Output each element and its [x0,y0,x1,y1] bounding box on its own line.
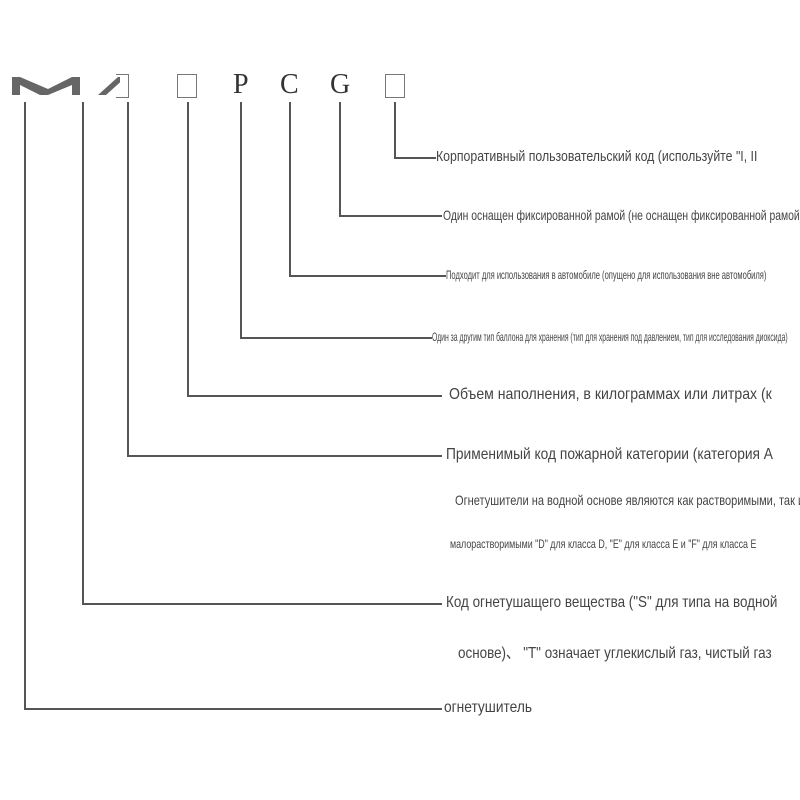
m-logo-icon [12,77,120,95]
label-agent-code-cont: основе)、 "T" означает углекислый газ, чи… [458,645,772,662]
connector [289,102,291,276]
connector [24,708,442,710]
connector [82,102,84,604]
connector [24,102,26,709]
connector [394,102,396,158]
connector [339,215,442,217]
label-cylinder-type: Один за другим тип баллона для хранения … [432,330,788,344]
connector [394,157,436,159]
connector [82,603,442,605]
label-capacity: Объем наполнения, в килограммах или литр… [449,386,772,403]
label-fixed-frame: Один оснащен фиксированной рамой (не осн… [443,207,800,223]
connector [240,337,432,339]
custom-code-box [385,74,405,98]
label-extinguisher: огнетушитель [444,699,533,716]
connector [127,455,442,457]
connector [240,102,242,338]
connector [127,102,129,456]
label-vehicle: Подходит для использования в автомобиле … [446,268,767,282]
code-p: P [233,69,249,100]
label-water-based: Огнетушители на водной основе являются к… [455,492,800,508]
code-c: C [280,69,299,100]
label-classes: малорастворимыми "D" для класса D, "E" д… [450,537,757,551]
connector [289,275,446,277]
connector [187,102,189,396]
connector [339,102,341,216]
label-custom-code: Корпоративный пользовательский код (испо… [436,148,758,165]
label-fire-class: Применимый код пожарной категории (катег… [446,446,773,463]
connector [187,395,442,397]
capacity-box [177,74,197,98]
label-agent-code: Код огнетушащего вещества ("S" для типа … [446,594,778,611]
code-g: G [330,69,351,100]
bracket-box [116,74,129,98]
